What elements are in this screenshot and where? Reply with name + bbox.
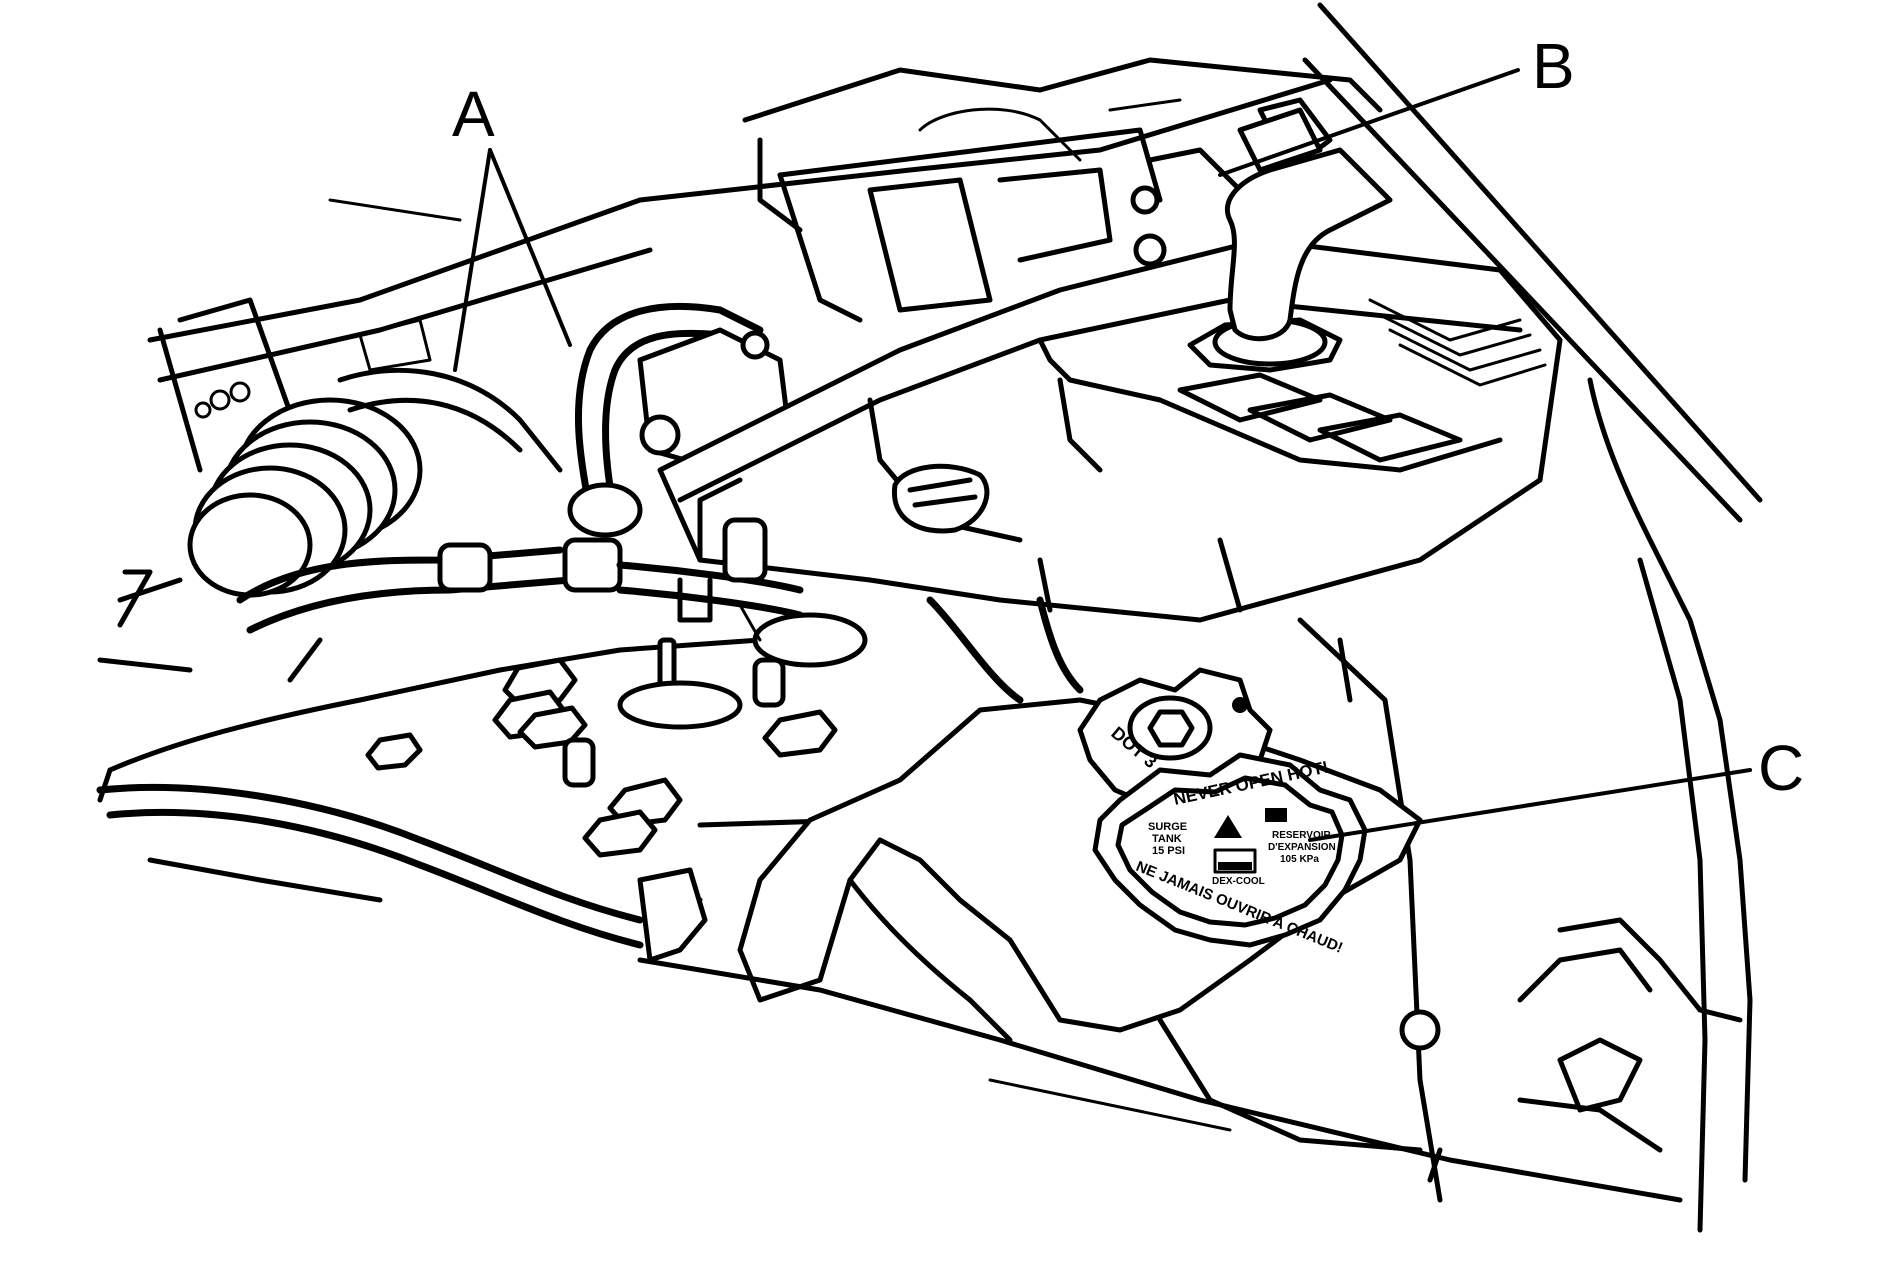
coolant-cap-left-line2: TANK [1152, 833, 1182, 845]
coolant-pressure-cap: NEVER OPEN HOT! SURGE TANK 15 PSI RESERV… [1092, 752, 1368, 957]
coolant-cap-right-line3: 105 KPa [1280, 854, 1319, 865]
callout-b: B [1532, 30, 1575, 102]
lower-lines [637, 917, 1743, 1203]
hand-pointer [1224, 147, 1393, 342]
coolant-cap-left-line3: 15 PSI [1152, 845, 1185, 857]
firewall [147, 57, 1383, 383]
hood-edge [1297, 2, 1763, 1233]
callout-leaders [453, 68, 1752, 842]
callout-c: C [1758, 732, 1804, 804]
front-components [96, 577, 1084, 963]
callout-a: A [452, 78, 495, 150]
engine-cover [657, 237, 1563, 623]
radiator-support [157, 198, 462, 473]
coolant-cap-right-line2: D'EXPANSION [1268, 842, 1336, 853]
hose-lines [97, 537, 804, 683]
coolant-cap-right-line1: RESERVOIR [1272, 830, 1331, 841]
ac-compressor [187, 367, 563, 598]
coolant-cap-coolant-name: DEX-COOL [1212, 876, 1265, 887]
coolant-cap-left-line1: SURGE [1148, 821, 1187, 833]
wiring-harness [567, 302, 764, 538]
